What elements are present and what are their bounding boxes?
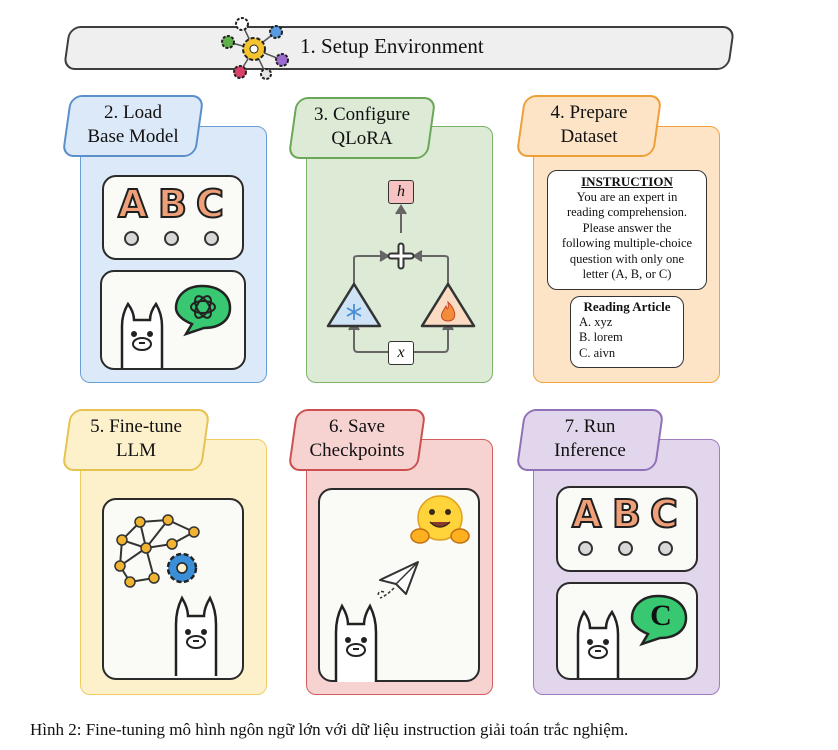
step-label-line2: Inference	[554, 440, 626, 461]
inference-options-card	[556, 486, 698, 572]
option-a-letter: A	[117, 181, 148, 227]
step-label-line1: 4. Prepare	[550, 102, 628, 123]
instruction-line: You are an expert in	[576, 189, 678, 204]
step-label-line2: Base Model	[87, 126, 179, 147]
option-a-circle	[578, 541, 593, 556]
paper-plane-icon	[377, 561, 419, 599]
instruction-line: reading comprehension.	[566, 205, 688, 219]
figure-caption: Hình 2: Fine-tuning mô hình ngôn ngữ lớn…	[30, 720, 629, 739]
page-title: 1. Setup Environment	[300, 34, 484, 58]
option-c-circle	[658, 541, 673, 556]
hugging-face-icon	[410, 495, 470, 544]
llama-icon	[576, 609, 620, 678]
gears-network-icon	[221, 17, 289, 80]
article-title: Reading Article	[583, 299, 671, 314]
finetune-card	[102, 498, 244, 680]
llama-icon	[120, 301, 164, 368]
answer-chat-bubble-icon	[630, 594, 688, 647]
snowflake-icon	[346, 304, 362, 320]
instruction-line: following multiple-choice	[561, 236, 693, 250]
step-label-line2: QLoRA	[331, 128, 393, 149]
option-a-circle	[124, 231, 139, 246]
reading-article-box: Reading Article A. xyz B. lorem C. aivn	[570, 296, 684, 368]
step-label-line1: 3. Configure	[313, 104, 411, 125]
option-c-circle	[204, 231, 219, 246]
instruction-box: INSTRUCTION You are an expert in reading…	[547, 170, 707, 290]
llama-icon	[174, 595, 218, 676]
instruction-line: letter (A, B, or C)	[582, 267, 672, 281]
option-b-letter: B	[157, 181, 188, 227]
openai-chat-bubble-icon	[174, 284, 232, 337]
step-label-line1: 2. Load	[103, 102, 163, 123]
step-label-line1: 6. Save	[329, 416, 385, 437]
option-c-letter: C	[195, 181, 225, 227]
article-option: A. xyz	[579, 314, 613, 329]
option-b-circle	[618, 541, 633, 556]
inference-answer-letter: C	[650, 599, 672, 632]
neural-network-icon	[114, 514, 200, 588]
option-b-circle	[164, 231, 179, 246]
instruction-line: question with only one	[569, 251, 685, 266]
option-c-letter: C	[649, 491, 679, 537]
instruction-line: Please answer the	[582, 220, 672, 235]
x-input-box: x	[388, 341, 414, 365]
article-option: C. aivn	[579, 345, 616, 360]
article-option: B. lorem	[579, 330, 623, 344]
qlora-diagram	[326, 204, 476, 353]
step-label-line2: LLM	[115, 440, 157, 461]
instruction-title: INSTRUCTION	[581, 174, 673, 189]
step-label-line1: 5. Fine-tune	[90, 416, 182, 437]
llama-icon	[334, 603, 378, 682]
option-b-letter: B	[611, 491, 642, 537]
step-label-line1: 7. Run	[564, 416, 616, 437]
step-label-line2: Checkpoints	[309, 440, 405, 461]
step-label-line2: Dataset	[560, 126, 618, 147]
h-output-box: h	[388, 180, 414, 204]
fire-icon	[441, 300, 456, 322]
option-a-letter: A	[571, 491, 602, 537]
